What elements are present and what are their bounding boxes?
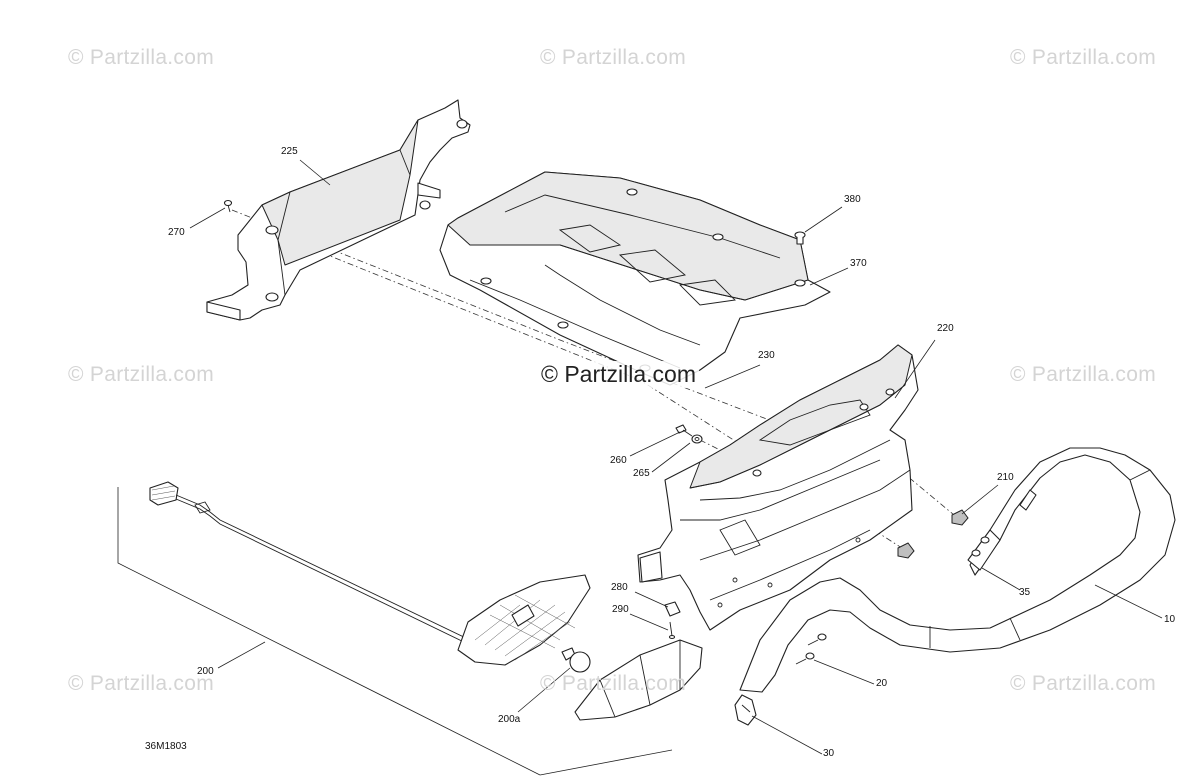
part-200-taillight (149, 481, 591, 666)
callout-35: 35 (1019, 587, 1031, 598)
callout-280: 280 (611, 582, 628, 593)
callout-210: 210 (997, 472, 1014, 483)
leader-lines (189, 159, 1163, 755)
part-210-grommet (897, 509, 969, 559)
part-200a-bulb (561, 647, 591, 673)
part-30-endcap (734, 694, 757, 726)
part-lens (574, 639, 703, 721)
part-290-screw (668, 621, 676, 640)
callout-200a: 200a (498, 714, 521, 725)
part-265-washer (691, 434, 703, 444)
callout-265: 265 (633, 468, 650, 479)
frame-lines (117, 487, 673, 776)
watermark: © Partzilla.com (68, 363, 215, 386)
watermark: © Partzilla.com (68, 672, 215, 695)
callout-220: 220 (937, 323, 954, 334)
watermark: © Partzilla.com (1010, 672, 1157, 695)
part-280-nut (664, 601, 681, 617)
callout-200: 200 (197, 666, 214, 677)
watermark: © Partzilla.com (1010, 46, 1157, 69)
callout-290: 290 (612, 604, 629, 615)
part-10-handle (739, 447, 1176, 693)
part-20-screws (795, 633, 827, 665)
callout-230: 230 (758, 350, 775, 361)
callout-260: 260 (610, 455, 627, 466)
watermark: © Partzilla.com (1010, 363, 1157, 386)
watermark: © Partzilla.com (68, 46, 215, 69)
part-225-bracket (206, 99, 471, 321)
part-380-rivet (794, 231, 806, 245)
center-watermark: © Partzilla.com (538, 361, 699, 388)
callout-270: 270 (168, 227, 185, 238)
part-35-clip (1019, 489, 1037, 511)
part-260-bolt (675, 424, 693, 437)
part-220-housing (637, 344, 919, 631)
watermark: © Partzilla.com (540, 46, 687, 69)
callout-225: 225 (281, 146, 298, 157)
callout-10: 10 (1164, 614, 1176, 625)
callout-380: 380 (844, 194, 861, 205)
figure-code: 36M1803 (145, 741, 187, 752)
watermark: © Partzilla.com (540, 672, 687, 695)
callout-370: 370 (850, 258, 867, 269)
part-270-screw (223, 199, 233, 213)
callout-30: 30 (823, 748, 835, 759)
callout-20: 20 (876, 678, 888, 689)
